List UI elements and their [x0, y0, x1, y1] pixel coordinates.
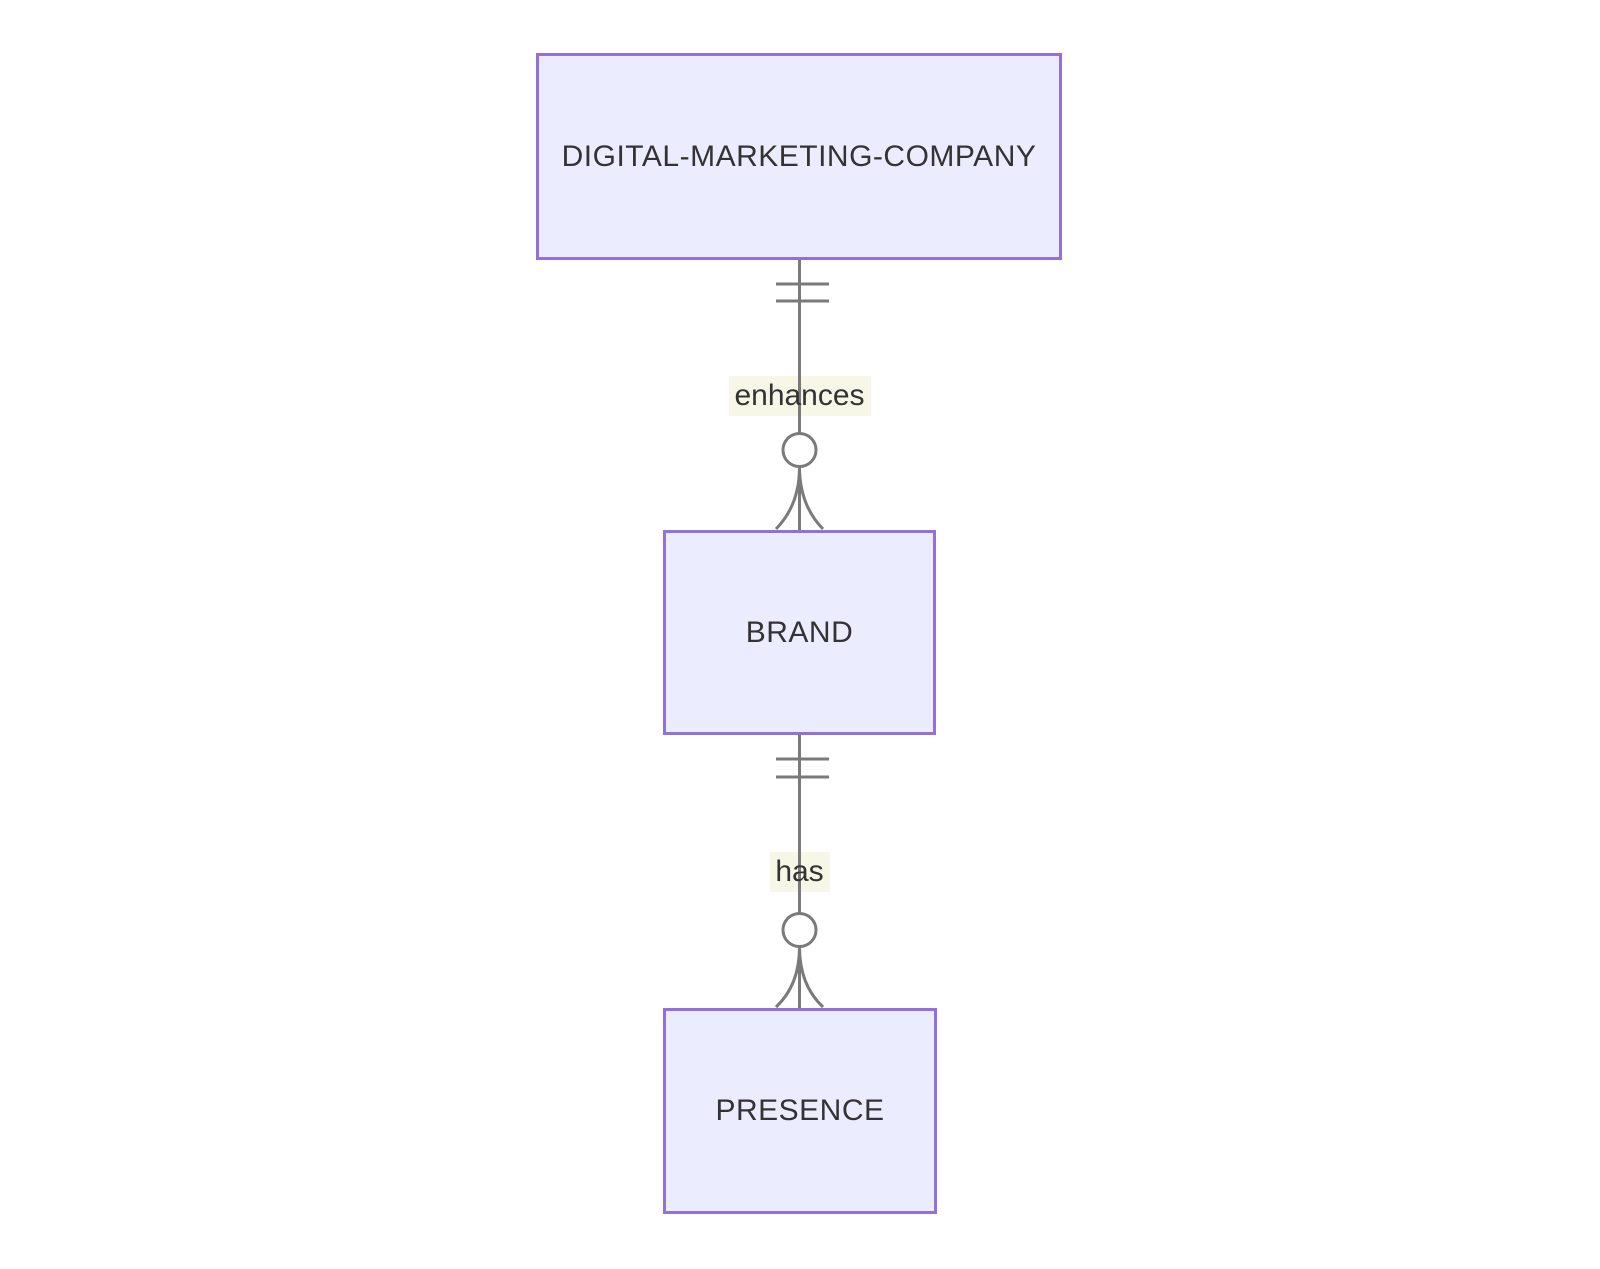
relationship-label-enhances: enhances: [734, 379, 865, 412]
crow-foot-leg: [774, 466, 801, 531]
entity-label: DIGITAL-MARKETING-COMPANY: [561, 139, 1037, 173]
crow-foot-leg: [798, 466, 825, 531]
entity-brand: BRAND: [663, 530, 936, 735]
cardinality-zero-circle: [781, 912, 818, 948]
entity-label: PRESENCE: [715, 1094, 885, 1127]
crow-foot-leg: [774, 946, 801, 1009]
entity-presence: PRESENCE: [663, 1008, 937, 1214]
relationship-label-has: has: [775, 855, 824, 888]
entity-digital-marketing-company: DIGITAL-MARKETING-COMPANY: [536, 53, 1062, 260]
crow-foot-leg: [798, 946, 825, 1009]
cardinality-zero-circle: [781, 432, 818, 468]
entity-label: BRAND: [745, 615, 854, 649]
